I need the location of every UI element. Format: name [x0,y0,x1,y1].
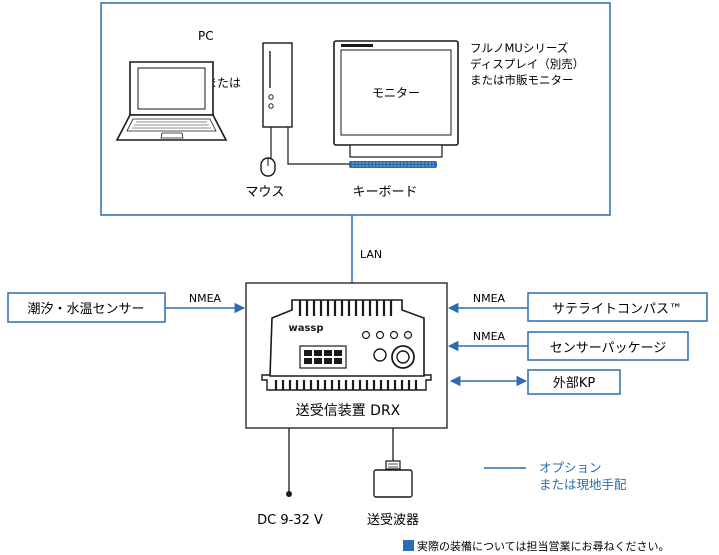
external-kp-box [527,369,621,395]
monitor-desc-line3: または市販モニター [470,73,574,87]
transceiver-unit-icon [261,299,432,391]
mouse-icon [260,157,276,177]
pc-group-frame [100,2,611,216]
keyboard-label: キーボード [352,185,417,200]
sensor-package-label: センサーパッケージ [550,341,667,356]
sat-compass-nmea-label: NMEA [473,292,506,305]
power-label: DC 9-32 V [257,513,323,528]
footnote-text: 実際の装備については担当営業にお尋ねください。 [417,539,669,553]
laptop-icon [115,61,228,141]
footnote-marker [403,540,414,551]
tide-temp-sensor-label: 潮汐・水温センサー [27,301,144,317]
monitor-label: モニター [372,86,420,100]
tide-temp-nmea-label: NMEA [189,292,222,305]
monitor-desc-line2: ディスプレイ（別売） [470,57,584,71]
sat-compass-label: サテライトコンパス™ [552,302,682,317]
power-terminal-icon [286,491,292,497]
sensor-package-nmea-label: NMEA [473,330,506,343]
sensor-package-box [527,331,689,361]
transducer-icon [373,460,413,498]
or-label: または [205,76,241,90]
keyboard-cable [287,127,349,165]
sat-compass-box [527,292,708,322]
monitor-icon [333,40,459,158]
transducer-label: 送受波器 [367,513,419,528]
pc-label: PC [198,29,214,43]
legend-text-line2: または現地手配 [539,477,627,492]
brand-logo: wassp [288,323,323,334]
legend-text-line1: オプション [539,460,602,475]
transceiver-label: 送受信装置 DRX [296,403,401,419]
keyboard-icon [349,161,437,168]
lan-label: LAN [360,248,382,261]
pc-tower-icon [262,42,293,128]
mouse-label: マウス [245,185,284,200]
monitor-desc-line1: フルノMUシリーズ [470,41,568,55]
external-kp-label: 外部KP [553,376,596,391]
